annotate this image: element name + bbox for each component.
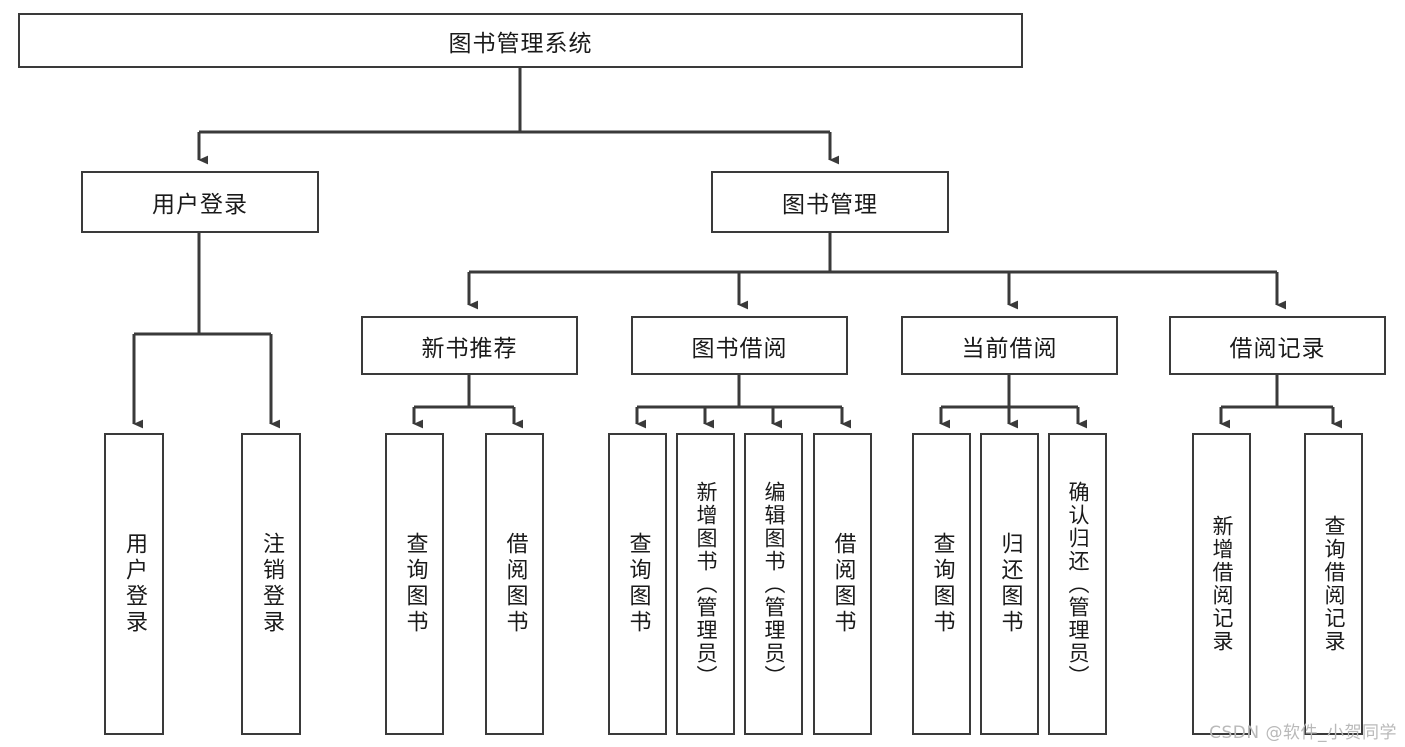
node-book-management[interactable]: 图书管理: [711, 171, 949, 233]
node-leaf-query-book-borrow[interactable]: 查询图书: [608, 433, 667, 735]
node-label: 归还图书: [997, 532, 1023, 636]
node-book-borrow[interactable]: 图书借阅: [631, 316, 848, 375]
node-borrow-record[interactable]: 借阅记录: [1169, 316, 1386, 375]
node-label: 查询图书: [402, 532, 428, 636]
node-leaf-borrow-book[interactable]: 借阅图书: [813, 433, 872, 735]
node-label: 编辑图书（管理员）: [762, 480, 786, 688]
node-label: 借阅图书: [502, 532, 528, 636]
node-leaf-confirm-return-admin[interactable]: 确认归还（管理员）: [1048, 433, 1107, 735]
node-label: 当前借阅: [961, 335, 1058, 362]
node-leaf-edit-book-admin[interactable]: 编辑图书（管理员）: [744, 433, 803, 735]
node-label: 查询图书: [929, 532, 955, 636]
node-leaf-query-book-current[interactable]: 查询图书: [912, 433, 971, 735]
node-new-book-recommend[interactable]: 新书推荐: [361, 316, 578, 375]
node-root-book-management-system[interactable]: 图书管理系统: [18, 13, 1023, 68]
node-label: 新增图书（管理员）: [694, 480, 718, 688]
node-label: 查询借阅记录: [1322, 515, 1346, 653]
node-label: 确认归还（管理员）: [1066, 480, 1090, 688]
node-label: 新增借阅记录: [1210, 515, 1234, 653]
node-leaf-borrow-book-recommend[interactable]: 借阅图书: [485, 433, 544, 735]
node-label: 图书管理: [782, 192, 878, 218]
node-label: 用户登录: [152, 192, 248, 218]
node-leaf-return-book[interactable]: 归还图书: [980, 433, 1039, 735]
node-label: 注销登录: [259, 532, 284, 636]
node-label: 新书推荐: [421, 335, 518, 362]
node-label: 用户登录: [122, 532, 147, 636]
node-label: 图书借阅: [691, 335, 788, 362]
node-label: 借阅图书: [830, 532, 856, 636]
node-leaf-add-book-admin[interactable]: 新增图书（管理员）: [676, 433, 735, 735]
node-leaf-query-borrow-record[interactable]: 查询借阅记录: [1304, 433, 1363, 735]
node-leaf-user-login[interactable]: 用户登录: [104, 433, 164, 735]
node-leaf-logout[interactable]: 注销登录: [241, 433, 301, 735]
node-leaf-query-book-recommend[interactable]: 查询图书: [385, 433, 444, 735]
node-label: 图书管理系统: [448, 30, 593, 57]
node-label: 借阅记录: [1229, 335, 1326, 362]
node-label: 查询图书: [625, 532, 651, 636]
node-user-login[interactable]: 用户登录: [81, 171, 319, 233]
node-current-borrow[interactable]: 当前借阅: [901, 316, 1118, 375]
node-leaf-add-borrow-record[interactable]: 新增借阅记录: [1192, 433, 1251, 735]
